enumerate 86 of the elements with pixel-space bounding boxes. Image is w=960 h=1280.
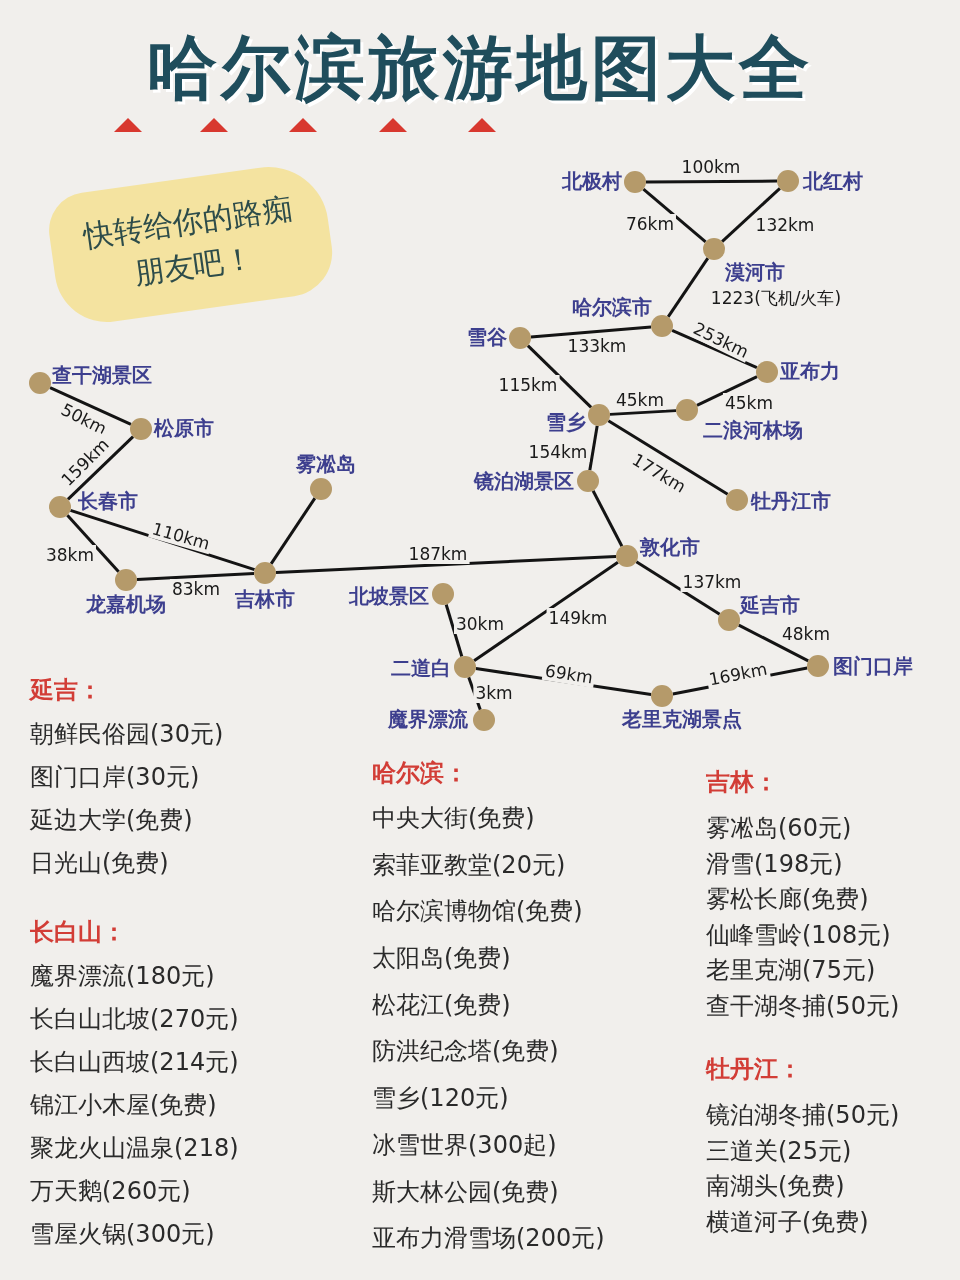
route-line	[721, 187, 781, 243]
distance-label: 45km	[614, 390, 666, 410]
route-line	[646, 179, 777, 184]
attraction-price: 万天鹅(260元)	[30, 1176, 192, 1206]
place-label: 长春市	[78, 489, 138, 513]
attraction-price: 查干湖冬捕(50元)	[706, 990, 900, 1021]
route-line	[609, 409, 677, 416]
route-line	[49, 386, 132, 426]
attraction-price: 三道关(25元)	[706, 1135, 853, 1166]
place-label: 图门口岸	[833, 654, 913, 678]
place-label: 老里克湖景点	[622, 707, 742, 731]
attraction-price: 索菲亚教堂(20元)	[372, 849, 567, 880]
section-heading: 吉林：	[706, 767, 779, 797]
place-label: 亚布力	[780, 359, 840, 383]
route-line	[591, 490, 624, 547]
attraction-price: 长白山西坡(214元)	[30, 1047, 239, 1077]
title: 哈尔滨旅游地图大全	[146, 26, 814, 111]
attraction-price: 长白山北坡(270元)	[30, 1004, 239, 1034]
place-label: 雪乡	[546, 410, 586, 434]
route-line	[136, 572, 255, 581]
attraction-price: 聚龙火山温泉(218)	[30, 1133, 239, 1163]
attraction-price: 中央大街(免费)	[372, 803, 536, 833]
route-line	[671, 329, 758, 369]
route-line	[588, 425, 599, 471]
attraction-price: 哈尔滨博物馆(免费)	[372, 896, 584, 927]
attraction-price: 锦江小木屋(免费)	[30, 1090, 218, 1120]
place-label: 魔界漂流	[388, 707, 468, 731]
attraction-price: 滑雪(198元)	[706, 848, 844, 879]
place-label: 雪谷	[467, 325, 507, 349]
route-line	[666, 257, 710, 318]
attraction-price: 仙峰雪岭(108元)	[706, 919, 892, 950]
route-line	[275, 555, 617, 574]
place-label: 漠河市	[725, 260, 785, 284]
attraction-price: 雾凇岛(60元)	[706, 813, 853, 843]
place-label: 哈尔滨市	[572, 295, 652, 319]
attraction-price: 斯大林公园(免费)	[372, 1176, 560, 1207]
attraction-price: 雪乡(120元)	[372, 1083, 510, 1114]
distance-label: 30km	[454, 614, 506, 634]
route-line	[70, 508, 255, 572]
route-line	[635, 560, 721, 616]
route-line	[444, 604, 464, 657]
route-line	[66, 435, 135, 501]
attraction-price: 雪屋火锅(300元)	[30, 1219, 216, 1249]
place-label: 查干湖景区	[52, 363, 152, 387]
place-label: 延吉市	[740, 593, 800, 617]
place-label: 二浪河林场	[703, 418, 803, 442]
route-line	[642, 187, 707, 244]
place-label: 龙嘉机场	[86, 592, 166, 616]
attraction-price: 松花江(免费)	[372, 989, 512, 1020]
place-label: 松原市	[154, 416, 214, 440]
route-line	[738, 623, 809, 663]
attraction-price: 太阳岛(免费)	[372, 943, 512, 974]
route-line	[530, 325, 652, 339]
attraction-price: 冰雪世界(300起)	[372, 1129, 558, 1160]
attraction-price: 日光山(免费)	[30, 848, 170, 878]
attraction-price: 防洪纪念塔(免费)	[372, 1036, 560, 1067]
place-label: 牡丹江市	[751, 489, 831, 513]
place-label: 北红村	[803, 169, 863, 193]
route-line	[526, 344, 593, 409]
route-line	[269, 497, 317, 565]
attraction-price: 延边大学(免费)	[30, 805, 194, 835]
section-heading: 牡丹江：	[706, 1054, 803, 1084]
place-label: 北坡景区	[349, 584, 429, 608]
route-line	[696, 375, 758, 407]
place-label: 敦化市	[640, 535, 700, 559]
attraction-price: 雾松长廊(免费)	[706, 884, 870, 914]
attraction-price: 图门口岸(30元)	[30, 762, 201, 792]
attraction-price: 老里克湖(75元)	[706, 955, 877, 985]
section-heading: 哈尔滨：	[372, 758, 469, 788]
route-line	[473, 561, 619, 662]
distance-label: 3km	[473, 683, 515, 703]
place-label: 雾凇岛	[296, 452, 356, 476]
place-label: 北极村	[562, 169, 622, 193]
section-heading: 长白山：	[30, 917, 127, 947]
attraction-price: 亚布力滑雪场(200元)	[372, 1223, 605, 1254]
route-line	[66, 514, 120, 573]
route-line	[607, 419, 729, 496]
attraction-price: 南湖头(免费)	[706, 1171, 846, 1201]
attraction-price: 魔界漂流(180元)	[30, 961, 216, 991]
attraction-price: 朝鲜民俗园(30元)	[30, 719, 225, 749]
attraction-price: 横道河子(免费)	[706, 1206, 870, 1237]
place-label: 吉林市	[235, 587, 295, 611]
section-heading: 延吉：	[30, 675, 103, 705]
place-label: 镜泊湖景区	[474, 469, 574, 493]
attraction-price: 镜泊湖冬捕(50元)	[706, 1100, 900, 1130]
place-label: 二道白	[391, 656, 451, 680]
